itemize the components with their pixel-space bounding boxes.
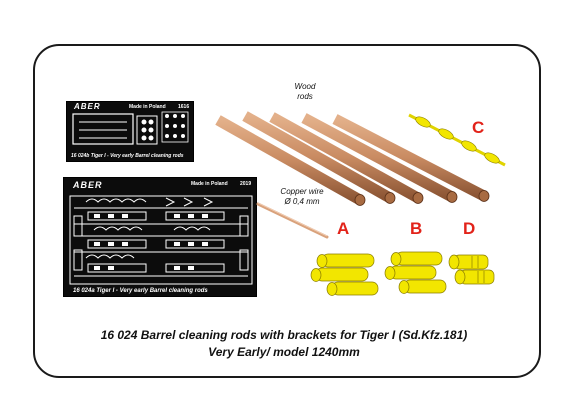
fret-caption: 16 024a Tiger I - Very early Barrel clea…	[73, 288, 208, 294]
fret-brand: ABER	[73, 180, 103, 190]
fret-small-parts	[72, 111, 189, 145]
copper-wire	[256, 202, 329, 239]
part-a-cylinders	[310, 253, 379, 296]
fret-made-code: 2019	[240, 181, 252, 187]
wood-rods-label-line2: rods	[297, 92, 313, 101]
part-letter-c: C	[472, 118, 485, 137]
product-title-line1: 16 024 Barrel cleaning rods with bracket…	[100, 328, 468, 342]
copper-wire-label-line1: Copper wire	[280, 187, 324, 196]
photo-etch-fret-main: ABER Made in Poland 2019	[63, 177, 257, 297]
fret-made-in: Made in Poland	[129, 104, 166, 110]
fret-made-code: 1616	[178, 104, 190, 110]
photo-etch-fret-small: ABER Made in Poland 1616 16 024b Tiger I…	[66, 101, 194, 162]
part-b-cylinders	[384, 251, 447, 294]
fret-main-parts	[69, 195, 253, 285]
copper-wire-label-line2: Ø 0,4 mm	[284, 197, 320, 206]
part-d-brackets	[448, 254, 495, 285]
wood-rods-label: Wood rods	[285, 82, 325, 102]
fret-caption: 16 024b Tiger I - Very early Barrel clea…	[71, 153, 184, 159]
part-c-rod	[408, 113, 506, 167]
part-letter-a: A	[337, 219, 350, 238]
wood-rods-label-line1: Wood	[294, 82, 316, 91]
part-letter-d: D	[463, 219, 476, 238]
fret-made-in: Made in Poland	[191, 181, 228, 187]
product-title-line2: Very Early/ model 1240mm	[208, 345, 360, 359]
copper-wire-label: Copper wire Ø 0,4 mm	[272, 187, 332, 207]
part-letter-b: B	[410, 219, 423, 238]
fret-brand: ABER	[74, 102, 101, 111]
